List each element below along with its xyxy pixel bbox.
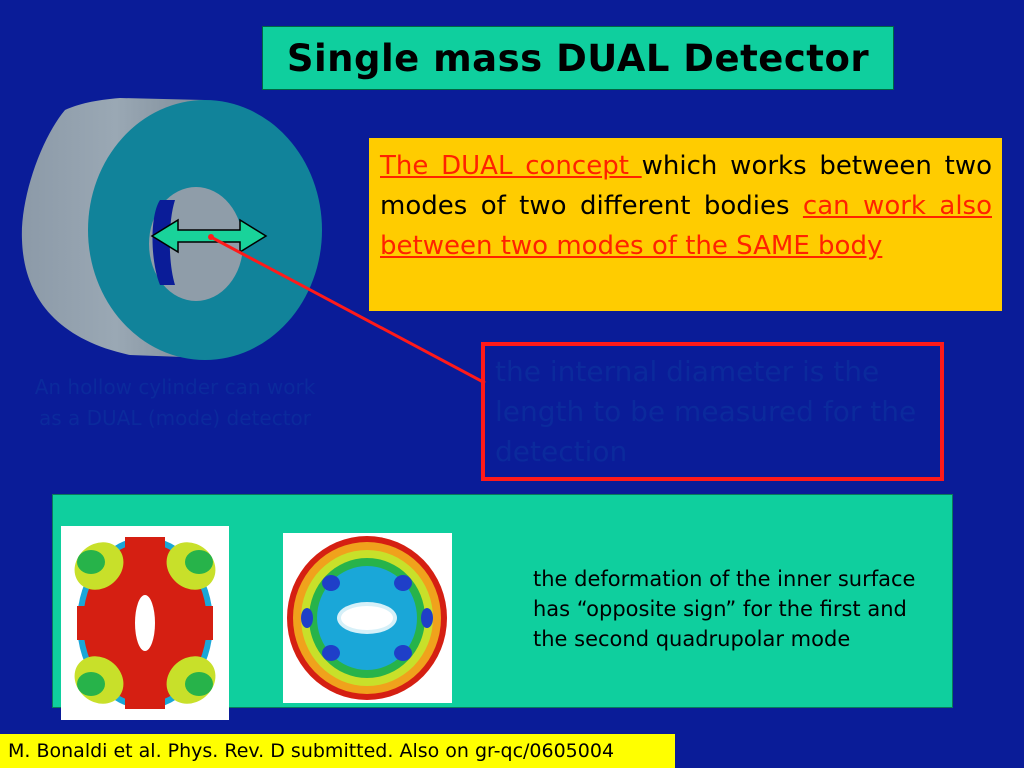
slide-title-box: Single mass DUAL Detector (262, 26, 894, 90)
cylinder-caption: An hollow cylinder can work as a DUAL (m… (34, 375, 316, 430)
dual-concept-text: which works between two modes of two dif… (380, 151, 992, 221)
cylinder-inner-hole (149, 187, 243, 301)
citation: M. Bonaldi et al. Phys. Rev. D submitted… (0, 734, 675, 768)
pointer-dot (208, 234, 214, 240)
internal-diameter-note: the internal diameter is the length to b… (481, 342, 944, 481)
cylinder-side (21, 98, 210, 358)
dual-concept-link-text: The DUAL concept (380, 151, 642, 181)
second-mode-image (283, 533, 452, 703)
pointer-line (208, 234, 486, 385)
same-body-text: can work also between two modes of the S… (380, 191, 992, 261)
slide-title: Single mass DUAL Detector (286, 36, 870, 80)
internal-diameter-text: the internal diameter is the length to b… (495, 355, 917, 468)
deformation-note: the deformation of the inner surface has… (533, 567, 916, 651)
first-mode-image (61, 526, 229, 720)
dual-concept-box: The DUAL concept which works between two… (369, 138, 1002, 311)
